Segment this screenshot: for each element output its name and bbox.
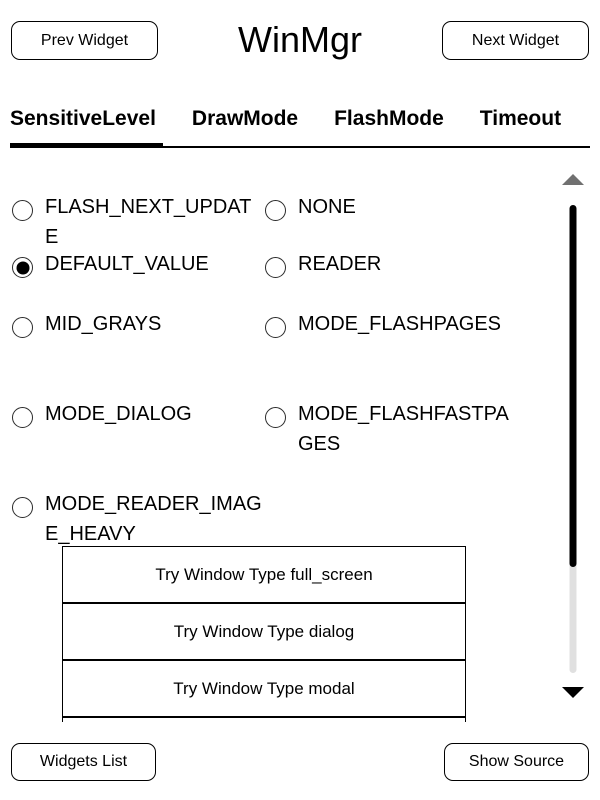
radio-option-mode-dialog[interactable]: MODE_DIALOG (12, 399, 262, 429)
radio-option-default-value[interactable]: DEFAULT_VALUE (12, 249, 262, 279)
radio-option-flash-next-update[interactable]: FLASH_NEXT_UPDATE (12, 192, 262, 252)
radio-option-mode-flashfastpages[interactable]: MODE_FLASHFASTPAGES (265, 399, 515, 459)
radio-circle-icon[interactable] (12, 497, 33, 518)
radio-option-mode-reader-image-heavy[interactable]: MODE_READER_IMAGE_HEAVY (12, 489, 262, 549)
radio-label: MID_GRAYS (45, 313, 162, 335)
widgets-list-button[interactable]: Widgets List (11, 743, 156, 781)
radio-circle-icon[interactable] (265, 317, 286, 338)
radio-options-area: FLASH_NEXT_UPDATE DEFAULT_VALUE MID_GRAY… (0, 160, 545, 720)
tab-drawmode[interactable]: DrawMode (191, 106, 299, 130)
radio-option-mid-grays[interactable]: MID_GRAYS (12, 309, 262, 339)
radio-label: MODE_DIALOG (45, 403, 192, 425)
scroll-up-arrow-icon[interactable] (561, 174, 584, 185)
tab-timeout[interactable]: Timeout (479, 106, 562, 130)
radio-option-mode-flashpages[interactable]: MODE_FLASHPAGES (265, 309, 515, 339)
radio-label: MODE_FLASHPAGES (298, 313, 502, 335)
radio-circle-icon[interactable] (265, 407, 286, 428)
list-item[interactable] (62, 717, 466, 722)
list-item[interactable]: Try Window Type dialog (62, 603, 466, 660)
tab-sensitivelevel[interactable]: SensitiveLevel (10, 106, 156, 130)
scroll-down-arrow-icon[interactable] (561, 687, 584, 698)
bottom-bar: Widgets List Show Source (0, 722, 600, 800)
prev-widget-button[interactable]: Prev Widget (11, 21, 158, 60)
radio-option-none[interactable]: NONE (265, 192, 515, 222)
list-item[interactable]: Try Window Type full_screen (62, 546, 466, 603)
vertical-scrollbar[interactable] (545, 160, 600, 720)
show-source-button[interactable]: Show Source (444, 743, 589, 781)
radio-circle-icon[interactable] (265, 257, 286, 278)
radio-label: MODE_READER_IMAGE_HEAVY (45, 493, 262, 545)
radio-label: DEFAULT_VALUE (45, 253, 209, 275)
radio-circle-icon[interactable] (12, 407, 33, 428)
radio-label: FLASH_NEXT_UPDATE (45, 196, 252, 248)
radio-label: MODE_FLASHFASTPAGES (298, 403, 509, 455)
radio-circle-icon[interactable] (12, 317, 33, 338)
tab-baseline-divider (10, 146, 590, 148)
list-item[interactable]: Try Window Type modal (62, 660, 466, 717)
tab-flashmode[interactable]: FlashMode (334, 106, 444, 130)
tab-strip: SensitiveLevel DrawMode FlashMode Timeou… (0, 96, 600, 148)
scrollbar-track[interactable] (569, 205, 576, 673)
radio-circle-selected-icon[interactable] (12, 257, 33, 278)
radio-label: NONE (298, 196, 356, 218)
radio-circle-icon[interactable] (12, 200, 33, 221)
next-widget-button[interactable]: Next Widget (442, 21, 589, 60)
radio-circle-icon[interactable] (265, 200, 286, 221)
top-bar: WinMgr Prev Widget Next Widget (0, 0, 600, 80)
page-title: WinMgr (238, 19, 362, 60)
tab-list: SensitiveLevel DrawMode FlashMode Timeou… (10, 96, 561, 140)
scrollbar-thumb[interactable] (569, 205, 576, 567)
radio-option-reader[interactable]: READER (265, 249, 515, 279)
window-type-list: Try Window Type full_screen Try Window T… (62, 546, 466, 722)
tab-active-indicator (10, 143, 163, 148)
radio-label: READER (298, 253, 382, 275)
